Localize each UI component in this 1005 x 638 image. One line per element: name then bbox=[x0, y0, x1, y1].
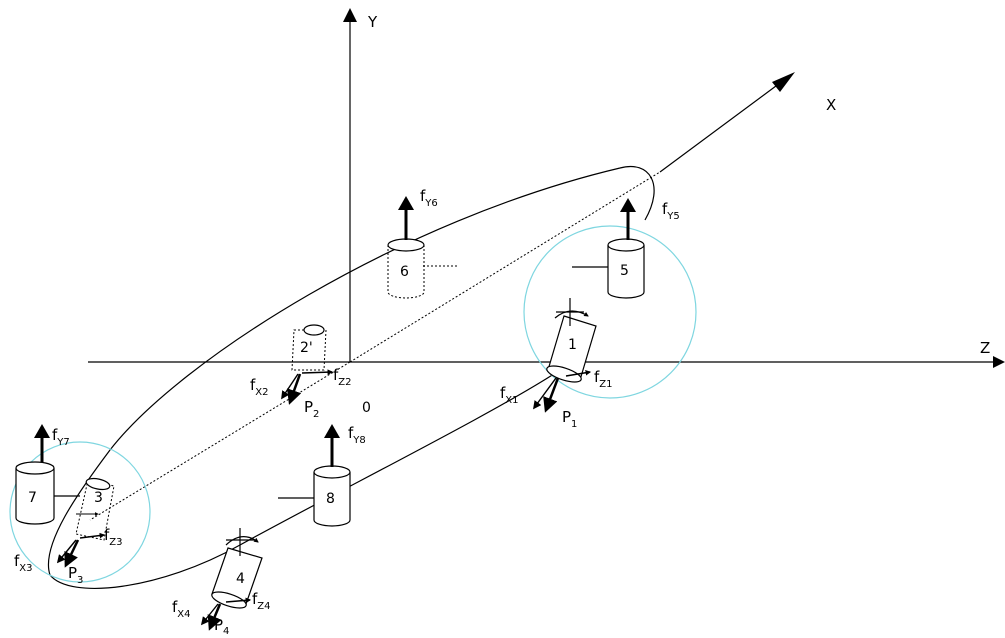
label-p1: P1 bbox=[562, 408, 577, 430]
arrow-fy5 bbox=[620, 198, 636, 240]
support-1-number: 1 bbox=[568, 337, 577, 353]
x-axis bbox=[89, 72, 795, 521]
label-fx2: fX2 bbox=[250, 376, 269, 398]
cylinder-5 bbox=[572, 238, 645, 299]
support-1-tilted bbox=[546, 298, 597, 383]
label-p2: P2 bbox=[304, 398, 319, 420]
arrows-support-2 bbox=[281, 369, 334, 405]
label-fz3: fZ3 bbox=[104, 526, 123, 548]
highlight-circle-left bbox=[9, 441, 151, 583]
label-fz1: fZ1 bbox=[594, 368, 613, 390]
support-2-dashed bbox=[291, 324, 327, 371]
label-fz4: fZ4 bbox=[252, 590, 271, 612]
cylinder-8 bbox=[278, 465, 351, 527]
label-fx4: fX4 bbox=[172, 598, 191, 620]
arrow-fy8 bbox=[324, 424, 340, 467]
y-axis bbox=[343, 8, 357, 362]
support-7-number: 7 bbox=[28, 490, 37, 506]
support-4-tilted bbox=[211, 528, 263, 609]
label-fy5: fY5 bbox=[662, 200, 680, 222]
vessel-left-end bbox=[47, 449, 111, 576]
label-fy7: fY7 bbox=[52, 426, 70, 448]
z-axis bbox=[88, 356, 1005, 368]
support-2-number: 2' bbox=[300, 340, 313, 356]
support-3-number: 3 bbox=[94, 490, 103, 506]
label-fx3: fX3 bbox=[14, 552, 33, 574]
arrows-support-1 bbox=[533, 369, 592, 413]
support-5-number: 5 bbox=[620, 263, 629, 279]
label-fy8: fY8 bbox=[348, 424, 366, 446]
label-p3: P3 bbox=[68, 564, 83, 586]
label-fz2: fZ2 bbox=[333, 366, 352, 388]
arrow-fy7 bbox=[34, 424, 50, 462]
cylinder-7 bbox=[15, 461, 80, 525]
highlight-circle-right bbox=[523, 225, 697, 399]
vessel-lower-edge bbox=[49, 369, 561, 589]
y-axis-label: Y bbox=[367, 13, 378, 31]
arrows-support-4 bbox=[200, 597, 252, 631]
support-6-number: 6 bbox=[400, 264, 409, 280]
x-axis-label: X bbox=[826, 96, 836, 114]
label-fy6: fY6 bbox=[420, 187, 438, 209]
label-fx1: fX1 bbox=[500, 384, 519, 406]
z-axis-label: Z bbox=[980, 339, 990, 357]
arrow-fy6 bbox=[398, 196, 414, 240]
support-8-number: 8 bbox=[326, 491, 335, 507]
label-p4: P4 bbox=[214, 616, 229, 637]
vessel-upper-edge bbox=[109, 166, 655, 451]
support-4-number: 4 bbox=[236, 571, 245, 587]
origin-label: 0 bbox=[362, 400, 371, 416]
support-3 bbox=[75, 477, 115, 541]
arrows-support-3 bbox=[56, 512, 106, 568]
